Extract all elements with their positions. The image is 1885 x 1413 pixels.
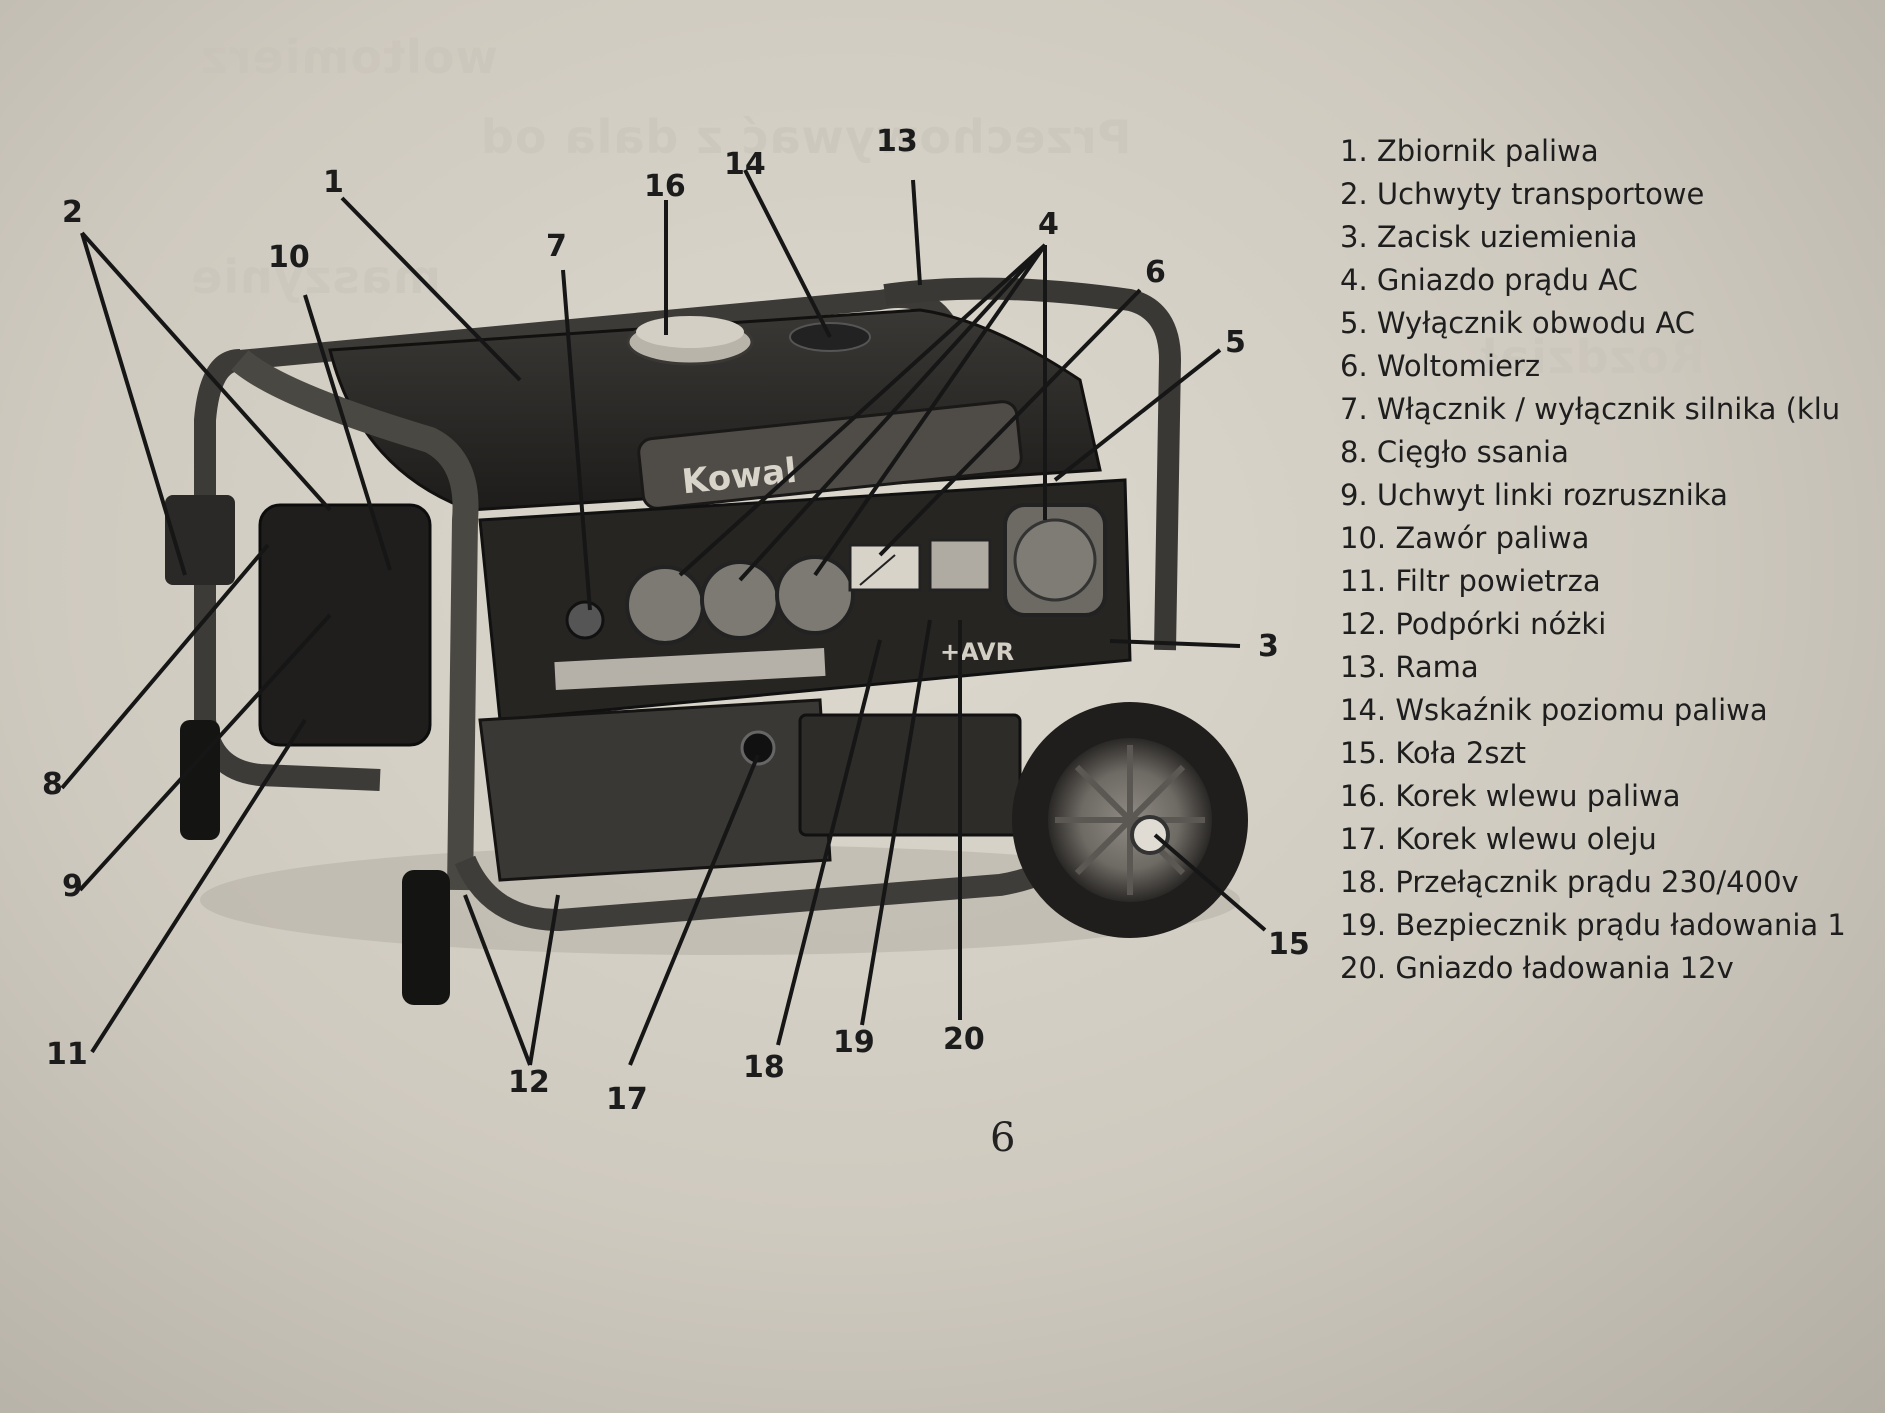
legend-item: 17. Korek wlewu oleju xyxy=(1340,822,1657,856)
legend-item: 18. Przełącznik prądu 230/400v xyxy=(1340,865,1799,899)
legend-item: 9. Uchwyt linki rozrusznika xyxy=(1340,478,1728,512)
callout-11: 11 xyxy=(46,1037,88,1072)
callout-14: 14 xyxy=(724,147,766,182)
oil-cap-icon xyxy=(740,730,776,766)
legend-item: 10. Zawór paliwa xyxy=(1340,521,1590,555)
legend-item: 11. Filtr powietrza xyxy=(1340,564,1601,598)
legend-item: 15. Koła 2szt xyxy=(1340,736,1527,770)
ac-socket-icon xyxy=(625,565,705,645)
legend-item: 4. Gniazdo prądu AC xyxy=(1340,263,1638,297)
legend-item: 16. Korek wlewu paliwa xyxy=(1340,779,1681,813)
callout-6: 6 xyxy=(1145,255,1166,290)
engine-icon xyxy=(478,698,832,882)
callout-4: 4 xyxy=(1038,207,1059,242)
callout-18: 18 xyxy=(743,1050,785,1085)
callout-3: 3 xyxy=(1258,629,1279,664)
air-filter-icon xyxy=(258,503,432,747)
callout-20: 20 xyxy=(943,1022,985,1057)
callout-2: 2 xyxy=(62,195,83,230)
legend-item: 7. Włącznik / wyłącznik silnika (klu xyxy=(1340,392,1841,426)
legend-item: 19. Bezpiecznik prądu ładowania 1 xyxy=(1340,908,1846,942)
breaker-icon xyxy=(928,538,992,592)
legend-item: 14. Wskaźnik poziomu paliwa xyxy=(1340,693,1768,727)
legend-item: 13. Rama xyxy=(1340,650,1479,684)
legend-item: 2. Uchwyty transportowe xyxy=(1340,177,1705,211)
legend-item: 5. Wyłącznik obwodu AC xyxy=(1340,306,1696,340)
callout-16: 16 xyxy=(644,169,686,204)
foot-support-icon xyxy=(180,720,220,840)
page-number: 6 xyxy=(990,1115,1016,1161)
callout-19: 19 xyxy=(833,1025,875,1060)
callout-1: 1 xyxy=(323,165,344,200)
legend-item: 12. Podpórki nóżki xyxy=(1340,607,1607,641)
callout-8: 8 xyxy=(42,767,63,802)
ac-socket-icon xyxy=(700,560,780,640)
callout-9: 9 xyxy=(62,869,83,904)
callout-13: 13 xyxy=(876,124,918,159)
legend-item: 1. Zbiornik paliwa xyxy=(1340,134,1599,168)
callout-12: 12 xyxy=(508,1065,550,1100)
ac-socket-icon xyxy=(775,555,855,635)
legend-item: 8. Cięgło ssania xyxy=(1340,435,1569,469)
engine-switch-icon xyxy=(565,600,605,640)
foot-support-icon xyxy=(402,870,450,1005)
callout-10: 10 xyxy=(268,240,310,275)
leader-lines xyxy=(60,169,1267,1066)
callout-5: 5 xyxy=(1225,325,1246,360)
callout-17: 17 xyxy=(606,1082,648,1117)
svg-text:+AVR: +AVR xyxy=(940,638,1014,666)
legend-item: 6. Woltomierz xyxy=(1340,349,1541,383)
parts-legend: 1. Zbiornik paliwa 2. Uchwyty transporto… xyxy=(1340,130,1885,990)
legend-item: 20. Gniazdo ładowania 12v xyxy=(1340,951,1734,985)
legend-item: 3. Zacisk uziemienia xyxy=(1340,220,1638,254)
callout-15: 15 xyxy=(1268,927,1310,962)
callout-7: 7 xyxy=(546,229,567,264)
